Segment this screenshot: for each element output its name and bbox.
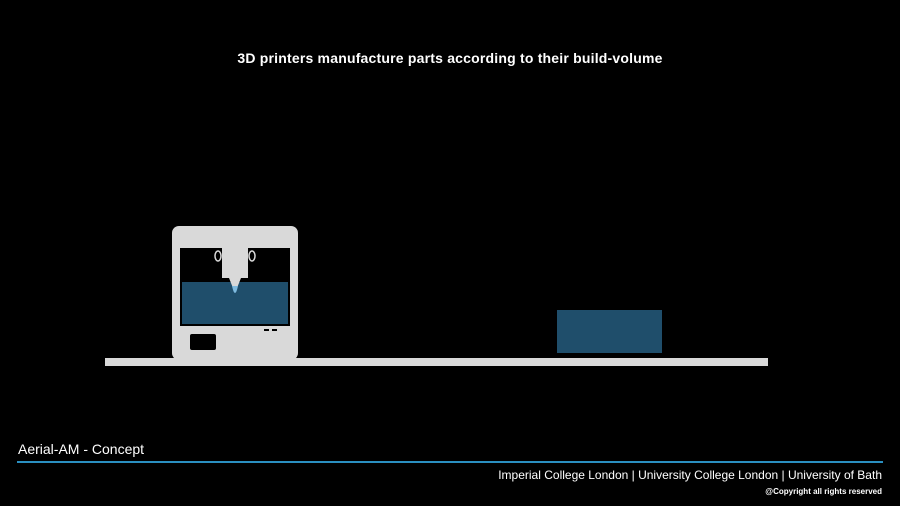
slide-headline: 3D printers manufacture parts according … [237, 50, 663, 66]
extruder-fan-left [214, 250, 222, 262]
institutions-credit: Imperial College London | University Col… [498, 468, 882, 482]
printer-button-1 [264, 329, 269, 331]
extruder-nozzle [229, 278, 241, 288]
printed-part-block [557, 310, 662, 353]
printer-button-2 [272, 329, 277, 331]
ground-platform [105, 358, 768, 366]
footer-divider [17, 461, 883, 463]
section-label: Aerial-AM - Concept [18, 441, 145, 457]
copyright-notice: @Copyright all rights reserved [765, 487, 882, 496]
nozzle-extrusion [232, 286, 238, 293]
extruder-fan-right [248, 250, 256, 262]
printer-display [190, 334, 216, 350]
3d-printer-icon [172, 226, 298, 360]
extruder-head [222, 240, 248, 278]
